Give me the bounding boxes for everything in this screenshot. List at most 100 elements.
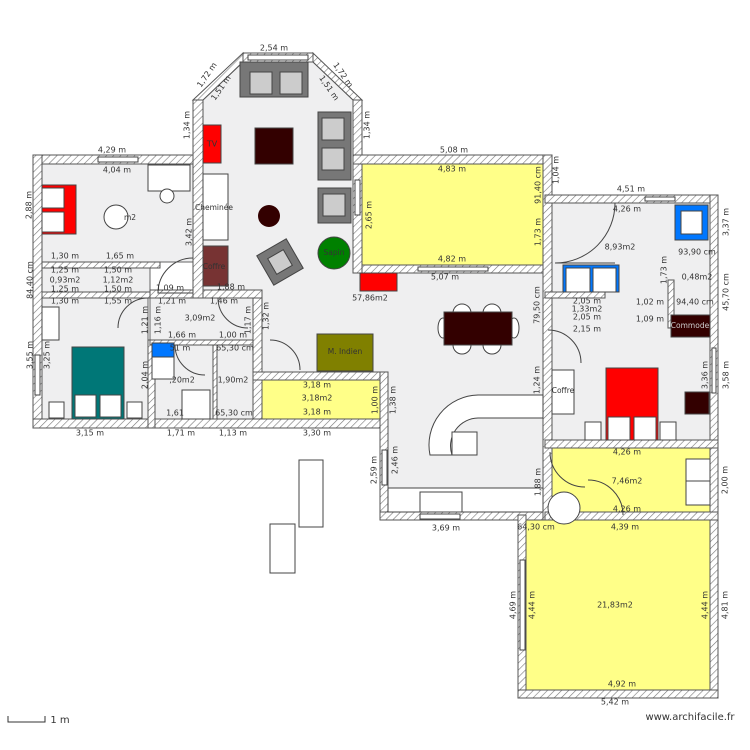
dim: 1,02 m: [636, 298, 664, 307]
dim: 1,88 m: [217, 283, 245, 292]
dim: 4,83 m: [438, 165, 466, 174]
dim: 3,25 m: [43, 341, 52, 369]
floor-wc: [216, 344, 254, 420]
dim: 3,30 m: [303, 429, 331, 438]
dim: 2,65 m: [365, 201, 374, 229]
dim: 4,81 m: [721, 591, 730, 619]
commode-label: Commode: [671, 321, 710, 330]
dim: 45,70 cm: [722, 273, 731, 311]
dim: 3,37 m: [722, 208, 731, 236]
dim: 3,36 m: [701, 361, 710, 389]
dim: 1,09 m: [156, 284, 184, 293]
dim: 1,71 m: [167, 429, 195, 438]
watermark: www.archifacile.fr: [645, 712, 735, 723]
dim: 2,05 m: [573, 313, 601, 322]
dim: 1,88 m: [534, 468, 543, 496]
dim: 1,50 m: [104, 285, 132, 294]
tv: [202, 124, 222, 164]
dim: 1,34 m: [363, 111, 372, 139]
meuble-indien: [316, 333, 374, 372]
dim: 51 m: [170, 344, 191, 353]
indien-label: M. Indien: [328, 347, 363, 356]
area-cellier: 3,18m2: [302, 394, 333, 403]
dim: 5,08 m: [440, 146, 468, 155]
dim: 1,30 m: [51, 252, 79, 261]
dim: 5,07 m: [431, 273, 459, 282]
dim: 84,40 cm: [26, 261, 35, 299]
dim: 79,50 cm: [533, 286, 542, 324]
dim: 3,18 m: [303, 381, 331, 390]
dim: 4,44 m: [528, 591, 537, 619]
dim: 1,73 m: [534, 218, 543, 246]
area-wc: 1,90m2: [218, 376, 249, 385]
dim: 4,51 m: [617, 185, 645, 194]
dim: 65,30 cm: [215, 409, 253, 418]
dim: 4,69 m: [509, 591, 518, 619]
dim: 1,04 m: [552, 156, 561, 184]
dim: 2,05 m: [573, 297, 601, 306]
dim: 2,54 m: [260, 44, 288, 53]
dim: 1,73 m: [660, 256, 669, 284]
dim: 1,66 m: [168, 331, 196, 340]
dim: 1,38 m: [389, 386, 398, 414]
dining-table: [443, 311, 513, 346]
dim: 1,25 m: [51, 285, 79, 294]
area-c1: 0,93m2: [50, 276, 81, 285]
dim: 2,88 m: [25, 191, 34, 219]
coffee-table: [254, 127, 294, 165]
scale-bar: 1 m: [7, 715, 70, 726]
dim: 4,82 m: [438, 255, 466, 264]
floor-room-2183: [525, 519, 711, 691]
dim: 2,15 m: [573, 325, 601, 334]
dim: 1,61: [166, 409, 184, 418]
dim: 4,92 m: [608, 680, 636, 689]
dim: 4,26 m: [613, 505, 641, 514]
dim: 2,00 m: [721, 466, 730, 494]
dim: 2,04 m: [141, 361, 150, 389]
dim: 65,30 cm: [216, 344, 254, 353]
area-bath: ,20m2: [169, 376, 195, 385]
floor-yellow-top: [361, 163, 544, 266]
dim: 3,69 m: [432, 524, 460, 533]
dim: 1,00 m: [219, 331, 247, 340]
dim: 1,55 m: [104, 297, 132, 306]
windows: [34, 54, 717, 651]
coffre-label: Coffre: [203, 262, 226, 271]
coffre2-label: Coffre: [552, 386, 575, 395]
round-table: [258, 205, 280, 227]
dim: 94,40 cm: [676, 298, 714, 307]
dim: 4,29 m: [98, 146, 126, 155]
dim: 4,44 m: [701, 591, 710, 619]
dim: 1,25 m: [51, 266, 79, 275]
area-c2: 1,12m2: [103, 276, 134, 285]
dim: 1,24 m: [533, 366, 542, 394]
dim: 1,30 m: [51, 297, 79, 306]
dim: 1,32 m: [262, 302, 271, 330]
dim: 1,16 m: [154, 306, 163, 334]
dim: 2,59 m: [370, 456, 379, 484]
area-small-tr: 0,48m2: [682, 273, 713, 282]
dim: 4,26 m: [613, 205, 641, 214]
room-areas: 57,86m2 0,93m2 1,12m2 3,09m2 ,20m2 1,90m…: [50, 243, 713, 610]
floor-cellier: [261, 379, 381, 420]
dim: 1,00 m: [371, 386, 380, 414]
area-hall: 3,09m2: [185, 314, 216, 323]
dim: 3,42 m: [185, 218, 194, 246]
dim: 1,65 m: [106, 252, 134, 261]
sapin-label: Sapin: [324, 248, 345, 257]
dim: 1,21 m: [141, 306, 150, 334]
dim: 2,46 m: [391, 446, 400, 474]
dim: 3,18 m: [303, 408, 331, 417]
dim: 4,26 m: [613, 448, 641, 457]
dimension-labels: 2,54 m 1,72 m 1,51 m 1,72 m 1,51 m 1,34 …: [25, 44, 731, 707]
dim: 64,30 cm: [517, 523, 555, 532]
dim: 4,04 m: [103, 166, 131, 175]
scale-label: 1 m: [50, 715, 69, 726]
dim: 1,09 m: [636, 315, 664, 324]
dim: 3,58 m: [722, 361, 731, 389]
dim: 1,50 m: [104, 266, 132, 275]
dim: 1,46 m: [210, 297, 238, 306]
dim: 3,15 m: [76, 429, 104, 438]
tv-label: TV: [206, 140, 218, 149]
